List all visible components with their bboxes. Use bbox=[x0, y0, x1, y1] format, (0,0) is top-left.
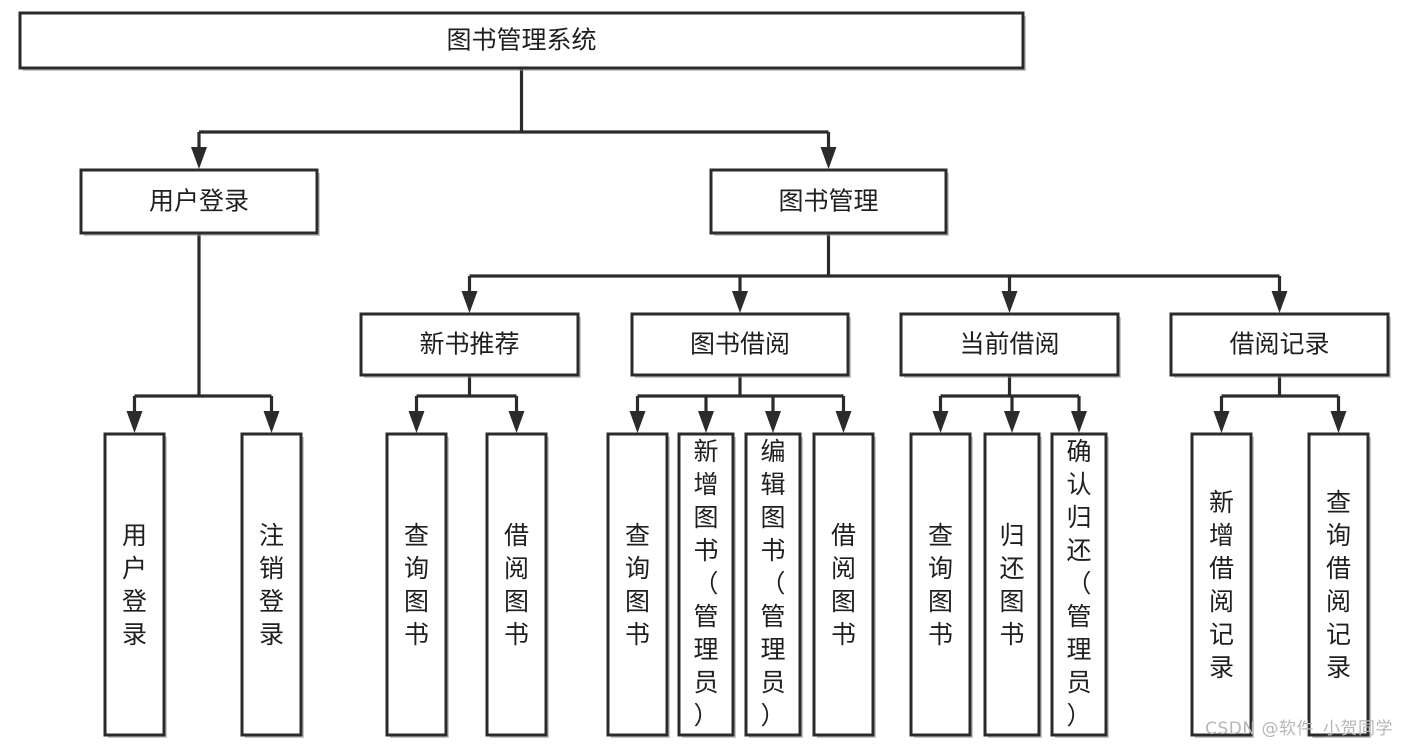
node-l-borrow-book-1[interactable]: 借阅图书 bbox=[485, 432, 549, 738]
node-box[interactable] bbox=[359, 312, 580, 377]
node-label: 借阅图书 bbox=[504, 521, 529, 649]
node-label: 新增借阅记录 bbox=[1209, 488, 1234, 682]
arrow-head-icon bbox=[835, 411, 852, 433]
node-label: 查询图书 bbox=[928, 521, 953, 649]
node-label: 借阅图书 bbox=[831, 521, 856, 649]
node-box[interactable] bbox=[18, 11, 1025, 70]
node-box[interactable] bbox=[630, 312, 850, 377]
node-l-query-book-3[interactable]: 查询图书 bbox=[909, 432, 973, 738]
node-l-query-record[interactable]: 查询借阅记录 bbox=[1307, 432, 1371, 738]
node-n-borrow-record[interactable]: 借阅记录 bbox=[1169, 312, 1391, 378]
connector-group-n-book-mgmt bbox=[461, 233, 1288, 313]
node-label: 用户登录 bbox=[122, 521, 147, 649]
node-box[interactable] bbox=[983, 432, 1041, 737]
arrow-head-icon bbox=[765, 411, 781, 433]
arrow-head-icon bbox=[508, 411, 525, 433]
arrow-head-icon bbox=[1213, 411, 1230, 433]
arrow-head-icon bbox=[1004, 411, 1020, 433]
node-box[interactable] bbox=[1050, 432, 1108, 737]
node-box[interactable] bbox=[709, 168, 948, 235]
arrow-head-icon bbox=[263, 411, 280, 433]
node-box[interactable] bbox=[606, 432, 669, 737]
node-box[interactable] bbox=[1169, 312, 1390, 377]
watermark-label: CSDN @软件_小贺同学 bbox=[1205, 719, 1393, 739]
node-label: 注销登录 bbox=[259, 521, 284, 649]
node-box[interactable] bbox=[385, 432, 448, 737]
arrow-head-icon bbox=[408, 411, 425, 433]
arrow-head-icon bbox=[126, 411, 143, 433]
node-box[interactable] bbox=[677, 432, 735, 737]
node-label: 新书推荐 bbox=[419, 330, 519, 359]
node-label: 查询图书 bbox=[625, 521, 650, 649]
node-label: 查询图书 bbox=[404, 521, 429, 649]
node-box[interactable] bbox=[103, 432, 166, 737]
node-label: 确认归还（管理员） bbox=[1066, 437, 1091, 730]
node-l-edit-book[interactable]: 编辑图书（管理员） bbox=[744, 432, 803, 738]
node-label: 编辑图书（管理员） bbox=[760, 437, 785, 730]
arrow-head-icon bbox=[820, 147, 837, 169]
node-l-query-book-1[interactable]: 查询图书 bbox=[385, 432, 449, 738]
node-l-return-book[interactable]: 归还图书 bbox=[983, 432, 1042, 738]
node-n-book-borrow[interactable]: 图书借阅 bbox=[630, 312, 851, 378]
node-l-confirm-return[interactable]: 确认归还（管理员） bbox=[1050, 432, 1109, 738]
node-box[interactable] bbox=[909, 432, 972, 737]
node-box[interactable] bbox=[485, 432, 548, 737]
connector-group-root bbox=[191, 68, 837, 169]
node-box[interactable] bbox=[1190, 432, 1253, 737]
connector-group-n-current-borrow bbox=[932, 375, 1087, 433]
arrow-head-icon bbox=[1071, 411, 1087, 433]
node-l-logout[interactable]: 注销登录 bbox=[240, 432, 304, 738]
connector-group-n-user-login bbox=[126, 233, 280, 433]
arrow-head-icon bbox=[1001, 291, 1018, 313]
arrow-head-icon bbox=[461, 291, 478, 313]
node-box[interactable] bbox=[744, 432, 802, 737]
node-root[interactable]: 图书管理系统 bbox=[18, 11, 1026, 71]
node-n-current-borrow[interactable]: 当前借阅 bbox=[899, 312, 1121, 378]
node-label: 新增图书（管理员） bbox=[693, 437, 718, 730]
node-box[interactable] bbox=[240, 432, 303, 737]
node-label: 查询借阅记录 bbox=[1326, 488, 1351, 682]
node-n-new-book-rec[interactable]: 新书推荐 bbox=[359, 312, 581, 378]
node-label: 归还图书 bbox=[999, 521, 1024, 649]
connector-group-n-new-book-rec bbox=[408, 375, 525, 433]
connector-layer bbox=[126, 68, 1347, 433]
node-label: 当前借阅 bbox=[959, 330, 1059, 359]
node-n-user-login[interactable]: 用户登录 bbox=[79, 168, 320, 236]
arrow-head-icon bbox=[629, 411, 646, 433]
node-l-borrow-book-2[interactable]: 借阅图书 bbox=[812, 432, 876, 738]
node-label: 图书管理 bbox=[778, 187, 878, 216]
arrow-head-icon bbox=[191, 147, 207, 169]
arrow-head-icon bbox=[732, 291, 748, 313]
connector-group-n-book-borrow bbox=[629, 375, 852, 433]
node-layer: 图书管理系统用户登录图书管理新书推荐图书借阅当前借阅借阅记录用户登录注销登录查询… bbox=[18, 11, 1391, 738]
node-box[interactable] bbox=[79, 168, 319, 235]
node-n-book-mgmt[interactable]: 图书管理 bbox=[709, 168, 949, 236]
arrow-head-icon bbox=[932, 411, 949, 433]
arrow-head-icon bbox=[1271, 291, 1288, 313]
node-label: 图书管理系统 bbox=[446, 26, 596, 55]
node-box[interactable] bbox=[812, 432, 875, 737]
node-box[interactable] bbox=[1307, 432, 1370, 737]
node-label: 图书借阅 bbox=[690, 330, 790, 359]
node-l-add-record[interactable]: 新增借阅记录 bbox=[1190, 432, 1254, 738]
node-l-user-login[interactable]: 用户登录 bbox=[103, 432, 167, 738]
node-l-query-book-2[interactable]: 查询图书 bbox=[606, 432, 670, 738]
arrow-head-icon bbox=[1330, 411, 1347, 433]
node-box[interactable] bbox=[899, 312, 1120, 377]
node-l-add-book[interactable]: 新增图书（管理员） bbox=[677, 432, 736, 738]
node-label: 用户登录 bbox=[149, 187, 249, 216]
node-label: 借阅记录 bbox=[1229, 330, 1329, 359]
arrow-head-icon bbox=[698, 411, 714, 433]
connector-group-n-borrow-record bbox=[1213, 375, 1347, 433]
